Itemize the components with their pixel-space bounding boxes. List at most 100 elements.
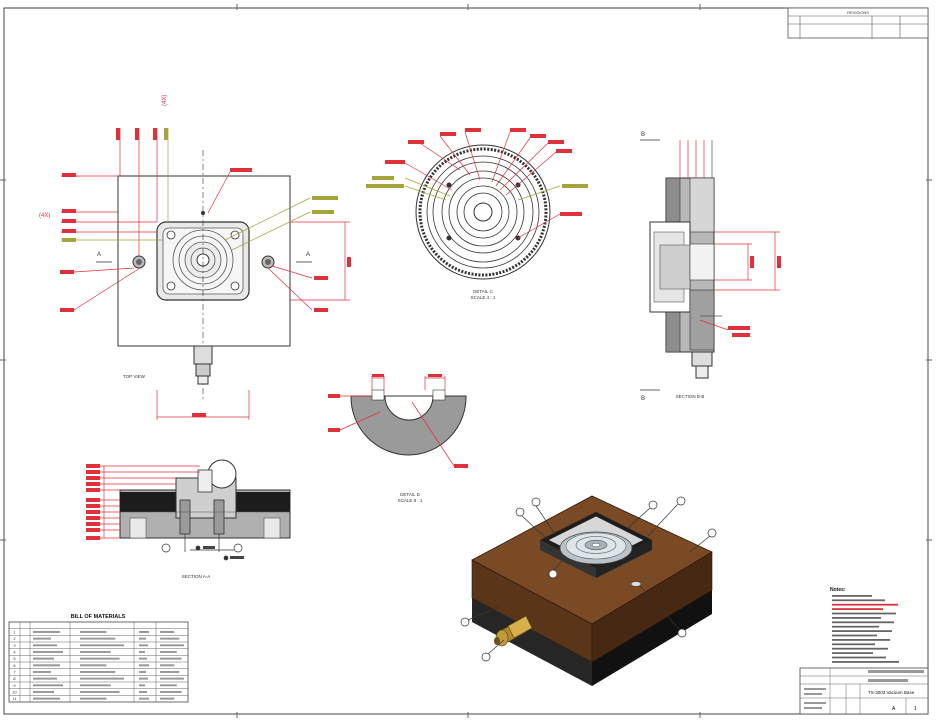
bom-cell-text [139,644,148,647]
bom-title: BILL OF MATERIALS [71,614,126,620]
detail-d-scale: SCALE 8 : 1 [398,498,423,503]
detail-c-scale: SCALE 4 : 1 [471,295,496,300]
section-marker-a-right: A [306,252,310,258]
bom-cell-text [160,630,175,633]
bom-cell-text [80,664,107,667]
sheet-number: 1 [914,706,917,712]
bom-cell-text [139,690,147,693]
bom-item-number: 1 [13,629,16,634]
section-marker-a-left: A [97,252,101,258]
bom-cell-text [139,677,148,680]
bom-cell-text [33,697,60,700]
notes-block: Notes: [830,587,899,663]
note-line [832,621,894,624]
bom-cell-text [139,630,149,633]
bom-cell-text [33,657,54,660]
note-line [832,612,896,615]
bom-cell-text [80,650,111,653]
drawing-title: TS-3003 Vacuum Base [868,690,915,695]
bom-cell-text [33,664,60,667]
detail-d-dimensions [339,376,455,467]
bom-cell-text [160,677,184,680]
note-line [832,608,883,610]
isometric-view [460,495,717,686]
brass-fitting [494,615,533,647]
title-block: TS-3003 Vacuum Base A 1 [799,667,929,715]
note-line [832,652,873,654]
note-line [832,599,885,602]
bom-cell-text [139,650,145,653]
note-line [832,603,898,606]
bom-cell-text [33,677,57,680]
note-line [832,647,888,650]
top-view: A A TOP VIEW [96,150,312,400]
note-line [832,656,886,659]
bom-cell-text [33,684,63,687]
bom-cell-text [160,690,182,693]
note-line [832,661,899,663]
section-marker-b-top: B [641,132,645,138]
top-view-label: TOP VIEW [123,374,146,379]
bom-cell-text [80,690,120,693]
bom-cell-text [139,670,146,673]
bom-cell-text [33,637,51,640]
bom-cell-text [160,684,177,687]
detail-c-dimensions [404,131,561,239]
note-line [832,595,872,597]
top-view-alt-leaders [61,128,311,251]
revisions-title: REVISIONS [847,10,869,15]
top-view-dimensions [61,128,350,420]
bom-item-number: 4 [13,649,16,654]
note-line [832,617,881,619]
qty-callout-4x: (4X) [162,95,168,106]
note-line [832,639,890,641]
section-a-callouts [161,534,243,561]
bom-cell-text [80,644,124,647]
section-b-dimensions [679,140,780,331]
detail-c-label: DETAIL C [473,289,494,294]
bom-cell-text [33,644,57,647]
bom-item-number: 11 [12,696,17,701]
bom-cell-text [139,697,149,700]
bom-cell-text [80,630,107,633]
section-a-label: SECTION A-A [182,574,211,579]
bom-cell-text [160,644,184,647]
bom-cell-text [160,637,180,640]
bom-item-number: 3 [13,643,16,648]
bom-item-number: 10 [12,689,17,694]
bom-item-number: 7 [13,669,16,674]
bom-item-number: 5 [13,656,16,661]
notes-title: Notes: [830,587,846,593]
note-line [832,634,877,637]
bom-cell-text [160,650,177,653]
note-line [832,630,892,632]
bom-cell-text [160,670,180,673]
bom-cell-text [139,664,149,667]
detail-c-alt-leaders [404,177,561,201]
detail-c-view: DETAIL C SCALE 4 : 1 [415,144,551,300]
bom-cell-text [139,637,146,640]
sheet-size: A [892,706,896,712]
top-view-dimension-texts: (4X) (4X) [39,95,351,417]
bom-cell-text [80,637,116,640]
bom-cell-text [139,684,145,687]
bom-cell-text [33,690,54,693]
bom-cell-text [160,657,182,660]
bom-cell-text [160,664,175,667]
bom-cell-text [80,677,124,680]
bom-item-number: 9 [13,683,16,688]
sheet-border [3,7,929,715]
bom-cell-text [33,630,60,633]
bom-item-number: 8 [13,676,16,681]
bom-cell-text [33,670,51,673]
detail-d-view: DETAIL D SCALE 8 : 1 [350,389,467,503]
section-marker-b-bottom: B [641,396,645,402]
revision-table: REVISIONS [787,7,929,39]
bom-item-number: 2 [13,636,16,641]
note-line [832,643,875,646]
border-tick-marks [0,4,932,718]
bom-cell-text [80,657,120,660]
bom-cell-text [160,697,175,700]
